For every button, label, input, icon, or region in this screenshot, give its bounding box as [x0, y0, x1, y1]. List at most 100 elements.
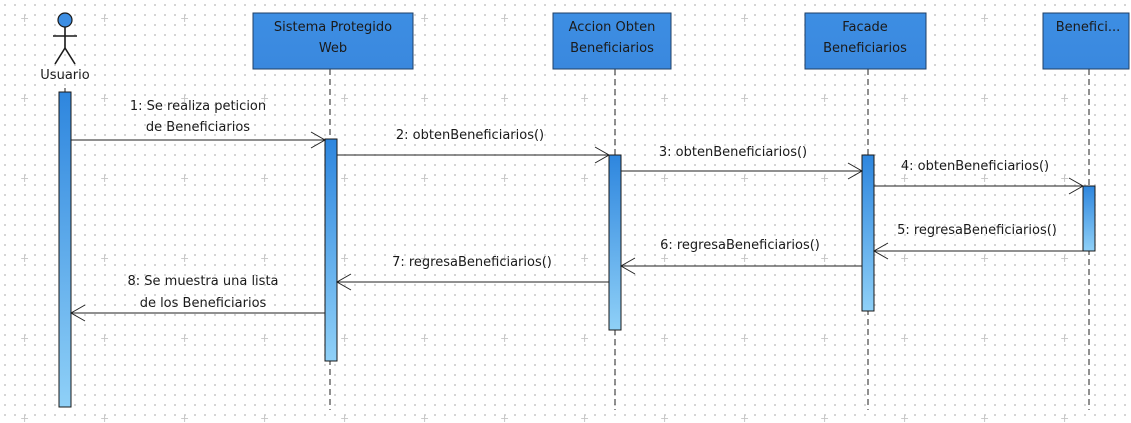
grid-plus-mark: +: [740, 92, 749, 105]
grid-plus-mark: +: [1060, 252, 1069, 265]
grid-plus-mark: +: [100, 252, 109, 265]
grid-plus-mark: +: [20, 172, 29, 185]
activation-usuario[interactable]: [58, 91, 72, 408]
grid-plus-mark: +: [900, 252, 909, 265]
grid-plus-mark: +: [500, 172, 509, 185]
grid-plus-mark: +: [20, 92, 29, 105]
grid-plus-mark: +: [900, 412, 909, 423]
arrowhead-icon: [594, 146, 611, 164]
grid-plus-mark: +: [340, 332, 349, 345]
grid-plus-mark: +: [20, 252, 29, 265]
grid-plus-mark: +: [260, 332, 269, 345]
grid-plus-mark: +: [1060, 412, 1069, 423]
participant-facade[interactable]: Facade Beneficiarios: [804, 12, 927, 70]
grid-plus-mark: +: [980, 412, 989, 423]
grid-plus-mark: +: [820, 172, 829, 185]
grid-plus-mark: +: [340, 92, 349, 105]
grid-plus-mark: +: [820, 92, 829, 105]
grid-plus-mark: +: [660, 252, 669, 265]
activation-sistema[interactable]: [324, 138, 338, 362]
arrowhead-icon: [619, 257, 636, 275]
grid-plus-mark: +: [180, 92, 189, 105]
grid-plus-mark: +: [500, 92, 509, 105]
message-6[interactable]: [619, 257, 862, 275]
grid-plus-mark: +: [980, 332, 989, 345]
participant-label: Beneficiarios: [570, 41, 654, 56]
grid-plus-mark: +: [500, 252, 509, 265]
grid-plus-mark: +: [660, 92, 669, 105]
stick-figure-icon: [53, 12, 77, 65]
activation-benefici[interactable]: [1082, 185, 1096, 252]
grid-plus-mark: +: [420, 412, 429, 423]
message-label: 1: Se realiza peticion: [130, 99, 266, 114]
participant-label: Beneficiarios: [823, 41, 907, 56]
grid-plus-mark: +: [580, 252, 589, 265]
activation-accion[interactable]: [608, 154, 622, 331]
participant-box: [804, 12, 927, 70]
participant-label: Web: [319, 41, 347, 56]
grid-plus-mark: +: [1060, 172, 1069, 185]
grid-plus-mark: +: [900, 172, 909, 185]
grid-plus-mark: +: [740, 412, 749, 423]
grid-plus-mark: +: [980, 252, 989, 265]
grid-plus-mark: +: [740, 172, 749, 185]
grid-plus-mark: +: [740, 252, 749, 265]
grid-plus-mark: +: [580, 172, 589, 185]
message-label: de Beneficiarios: [146, 120, 250, 135]
grid-plus-mark: +: [340, 172, 349, 185]
arrowhead-icon: [847, 162, 864, 180]
grid-plus-mark: +: [740, 12, 749, 25]
actor-usuario[interactable]: Usuario: [40, 12, 90, 83]
grid-plus-mark: +: [20, 12, 29, 25]
message-7[interactable]: [335, 273, 609, 291]
grid-plus-mark: +: [1060, 332, 1069, 345]
message-8[interactable]: [69, 304, 325, 322]
grid-plus-mark: +: [260, 412, 269, 423]
message-4[interactable]: [874, 177, 1085, 195]
message-2[interactable]: [337, 146, 611, 164]
grid-plus-mark: +: [980, 12, 989, 25]
participant-label: Accion Obten: [569, 20, 656, 35]
participant-sistema[interactable]: Sistema Protegido Web: [252, 12, 414, 70]
message-label: 4: obtenBeneficiarios(): [901, 159, 1049, 174]
participant-label: Sistema Protegido: [274, 20, 392, 35]
activations: [58, 91, 1096, 408]
participant-accion[interactable]: Accion Obten Beneficiarios: [552, 12, 672, 70]
activation-facade[interactable]: [861, 154, 875, 312]
participant-benefici[interactable]: Benefici...: [1042, 12, 1130, 70]
participant-label: Facade: [842, 20, 888, 35]
grid-plus-mark: +: [500, 412, 509, 423]
grid-plus-mark: +: [180, 412, 189, 423]
participant-label: Benefici...: [1056, 20, 1121, 35]
grid-plus-mark: +: [340, 252, 349, 265]
grid-plus-mark: +: [980, 92, 989, 105]
arrowhead-icon: [310, 131, 327, 149]
grid-plus-mark: +: [900, 332, 909, 345]
grid-plus-mark: +: [420, 172, 429, 185]
grid-plus-mark: +: [660, 412, 669, 423]
grid-plus-mark: +: [260, 252, 269, 265]
grid-plus-mark: +: [1060, 92, 1069, 105]
grid-plus-mark: +: [500, 332, 509, 345]
grid-plus-mark: +: [660, 172, 669, 185]
message-1[interactable]: [71, 131, 327, 149]
grid-plus-mark: +: [660, 332, 669, 345]
message-label: 7: regresaBeneficiarios(): [392, 255, 552, 270]
actor-label: Usuario: [40, 68, 89, 83]
participant-box: [1042, 12, 1130, 70]
message-label: 5: regresaBeneficiarios(): [897, 223, 1057, 238]
message-label: 3: obtenBeneficiarios(): [659, 145, 807, 160]
arrowhead-icon: [335, 273, 352, 291]
message-5[interactable]: [872, 242, 1083, 260]
grid-plus-mark: +: [20, 412, 29, 423]
grid-plus-mark: +: [580, 412, 589, 423]
grid-plus-mark: +: [420, 332, 429, 345]
message-3[interactable]: [621, 162, 864, 180]
arrowhead-icon: [69, 304, 86, 322]
grid-plus-mark: +: [100, 92, 109, 105]
grid-plus-mark: +: [100, 12, 109, 25]
message-label: 2: obtenBeneficiarios(): [396, 128, 544, 143]
grid-plus-mark: +: [820, 332, 829, 345]
grid-plus-mark: +: [820, 412, 829, 423]
grid-plus-mark: +: [180, 252, 189, 265]
